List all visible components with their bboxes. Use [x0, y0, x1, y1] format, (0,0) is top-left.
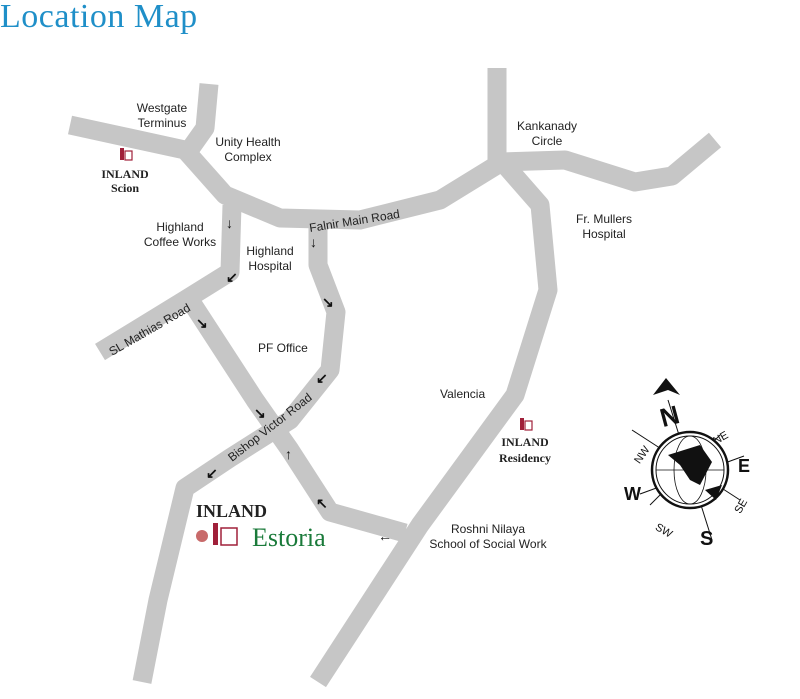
building-icon: [120, 148, 124, 160]
logo-icon: [196, 530, 208, 542]
svg-text:S: S: [700, 528, 713, 550]
road-falnir-main: [67, 115, 510, 230]
road-westgate: [180, 83, 219, 158]
building-icon: [520, 418, 524, 430]
roads: [67, 68, 722, 688]
road-pf-office: [182, 294, 408, 543]
building-icon: [213, 523, 218, 545]
arrow-icon: ↘: [196, 315, 208, 331]
project-estoria: INLAND Estoria: [196, 501, 326, 552]
road-valencia: [310, 158, 558, 688]
label-valencia: Valencia: [440, 387, 485, 401]
arrow-icon: ↓: [310, 234, 317, 250]
road-kankanady: [499, 132, 722, 192]
svg-text:SW: SW: [653, 521, 675, 541]
arrow-icon: ↖: [316, 495, 328, 511]
svg-text:NW: NW: [632, 444, 653, 466]
arrow-icon: ←: [378, 528, 392, 544]
svg-text:E: E: [738, 456, 750, 476]
svg-text:SE: SE: [732, 497, 750, 516]
direction-arrows: ↓ ↙ ↘ ↓ ↘ ↙ ↘ ↑ ↙ ↖ ←: [196, 215, 392, 544]
compass: N S E W NE NW SE SW: [624, 378, 750, 550]
road-bishop-victor: [132, 220, 346, 684]
estoria-name: Estoria: [252, 523, 326, 552]
arrow-icon: ↙: [226, 269, 238, 285]
arrow-icon: ↘: [322, 294, 334, 310]
arrow-icon: ↙: [316, 370, 328, 386]
arrow-icon: ↙: [206, 465, 218, 481]
svg-text:W: W: [624, 484, 641, 504]
page-title: Location Map: [0, 0, 198, 35]
arrow-icon: ↓: [226, 215, 233, 231]
arrow-icon: ↘: [254, 405, 266, 421]
arrow-icon: ↑: [285, 446, 292, 462]
road-sl-mathias: [95, 204, 242, 361]
label-pf-office: PF Office: [258, 341, 308, 355]
svg-text:N: N: [657, 399, 683, 433]
estoria-brand: INLAND: [196, 501, 267, 521]
compass-pointer-icon: [653, 378, 680, 395]
